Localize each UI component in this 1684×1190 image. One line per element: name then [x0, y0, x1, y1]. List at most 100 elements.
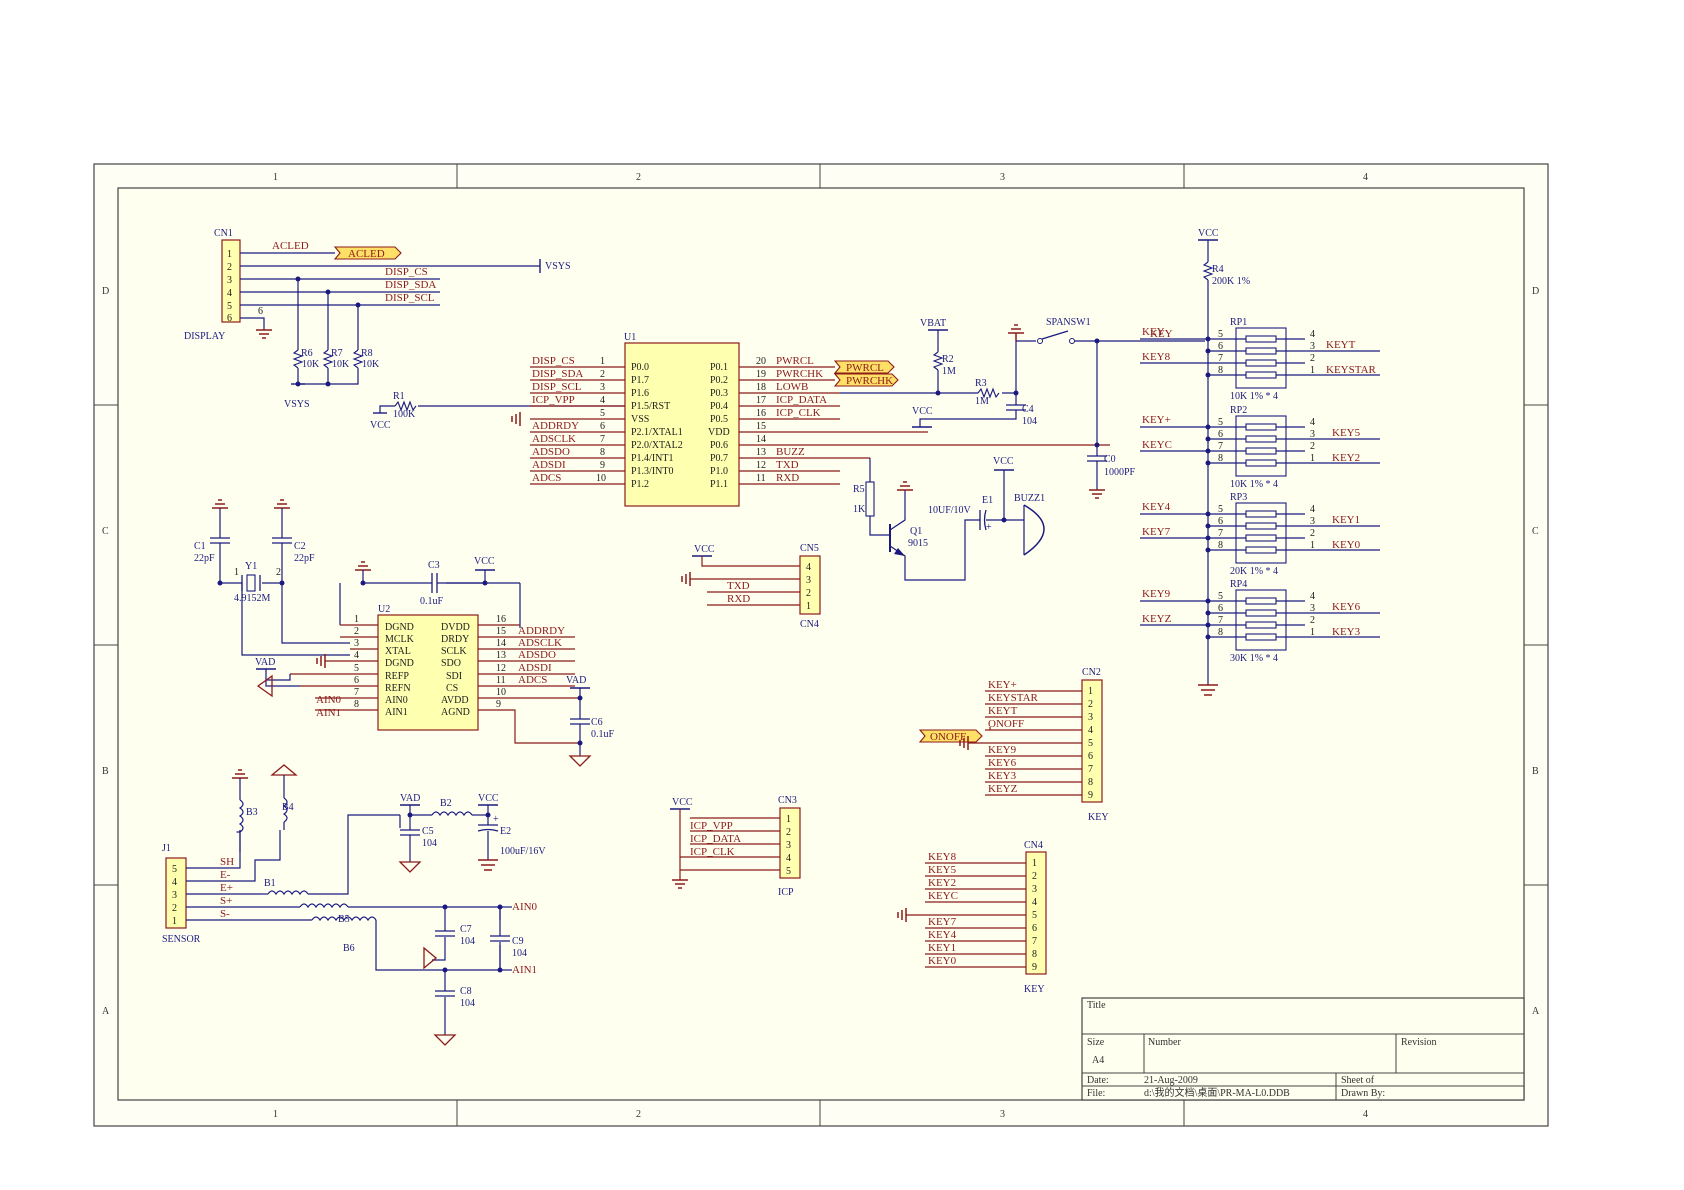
u1-net-r10: RXD: [776, 472, 799, 484]
c2-ref: C2: [294, 541, 306, 552]
cn3-net-vpp: ICP_VPP: [690, 820, 733, 832]
u1-net-r2: PWRCHK: [776, 368, 823, 380]
rp2-pin-5: 5: [1218, 417, 1223, 428]
cn4-net-9: KEY0: [928, 955, 957, 967]
u1-pin-l6: P2.1/XTAL1: [631, 427, 683, 438]
rp4-pin-8: 8: [1218, 627, 1223, 638]
cn2-pin-1: 1: [1088, 686, 1093, 697]
u2-num-11: 11: [496, 675, 506, 686]
rp4-pin-6: 6: [1218, 603, 1223, 614]
u1-body: [624, 342, 740, 507]
cn2-key-connector: CN2 1 2 3 4 5 6 7 8 9 KEY KEY+ KEYSTAR K…: [918, 667, 1109, 823]
rp2-value: 10K 1% * 4: [1230, 479, 1278, 490]
sensor-vad: VAD: [400, 793, 420, 804]
u1-right-pins: P0.1 P0.2 P0.3 P0.4 P0.5 VDD P0.6 P0.7 P…: [708, 355, 1110, 490]
inner-frame: [117, 187, 1525, 1101]
u1-num-1: 1: [600, 356, 605, 367]
sensor-ain0: AIN0: [512, 901, 538, 913]
zone-col-3-top: 3: [1000, 172, 1005, 183]
rp2-body: [1235, 415, 1287, 477]
u1-num-20: 20: [756, 356, 766, 367]
sensor-section: J1 5 4 3 2 1 SENSOR SH E- E+ S+ S- B3 B4…: [162, 764, 546, 1046]
cn2-pin-2: 2: [1088, 699, 1093, 710]
u1-net-r4: ICP_DATA: [776, 394, 827, 406]
cn4-net-6: KEY7: [928, 916, 957, 928]
cn4-pin-7: 7: [1032, 936, 1037, 947]
cn2-net-8: KEY3: [988, 770, 1017, 782]
cn2-net-1: KEY+: [988, 679, 1017, 691]
cn2-net-4: ONOFF: [988, 718, 1024, 730]
cn1-name: DISPLAY: [184, 331, 225, 342]
zone-col-1-bottom: 1: [273, 1109, 278, 1120]
e2-ref: E2: [500, 826, 511, 837]
cn5-pin-3: 3: [806, 575, 811, 586]
zone-row-c-right: C: [1532, 526, 1539, 537]
cn3-ref: CN3: [778, 795, 797, 806]
rp4-pin-7: 7: [1218, 615, 1223, 626]
cn4-pin-2: 2: [1032, 871, 1037, 882]
u2-num-3: 3: [354, 638, 359, 649]
cn2-pin-5: 5: [1088, 738, 1093, 749]
u1-net-r8: BUZZ: [776, 446, 805, 458]
u1-num-4: 4: [600, 395, 605, 406]
cn3-vcc: VCC: [672, 797, 693, 808]
u1-mcu: U1 DISP_CS DISP_SDA DISP_SCL ICP_VPP ADD…: [511, 332, 1110, 507]
u1-num-17: 17: [756, 395, 766, 406]
cn4-pin-1: 1: [1032, 858, 1037, 869]
net-key-top: KEY: [1150, 328, 1173, 340]
u1-pin-l9: P1.3/INT0: [631, 466, 674, 477]
rp4-pack: RP4 5 6 7 8 4 3 2 1 KEY9 KEYZ KEY6 KEY3 …: [1140, 579, 1380, 664]
j1-pin-3: 3: [172, 890, 177, 901]
port-pwrchk: [833, 373, 899, 387]
rp1-pin-3: 3: [1310, 341, 1315, 352]
u1-num-10: 10: [596, 473, 606, 484]
u1-num-5: 5: [600, 408, 605, 419]
port-acled: [333, 246, 402, 260]
cn4-net-2: KEY5: [928, 864, 957, 876]
u1-num-13: 13: [756, 447, 766, 458]
u2-pin-r11: CS: [446, 683, 458, 694]
u1-pin-r5: P0.5: [710, 414, 728, 425]
u2-num-13: 13: [496, 650, 506, 661]
tb-size-value: A4: [1092, 1055, 1104, 1066]
u1-pin-l4: P1.5/RST: [631, 401, 670, 412]
c5-triangle-icon: [398, 861, 422, 873]
u1-pin-r10: P1.1: [710, 479, 728, 490]
u1-num-9: 9: [600, 460, 605, 471]
crystal-section: C1 22pF C2 22pF Y1 4.9152M 1 2: [194, 499, 350, 656]
rp3-value: 20K 1% * 4: [1230, 566, 1278, 577]
q1-ref: Q1: [910, 526, 922, 537]
b2-inductor: [431, 811, 473, 817]
cn5-net-txd: TXD: [727, 580, 750, 592]
zone-row-d-left: D: [102, 286, 109, 297]
u2-vad-right: VAD: [566, 675, 586, 686]
j1-pin-5: 5: [172, 864, 177, 875]
cn4-net-7: KEY4: [928, 929, 957, 941]
rp1-value: 10K 1% * 4: [1230, 391, 1278, 402]
rp2-pin-3: 3: [1310, 429, 1315, 440]
port-pwrcl-label: PWRCL: [846, 362, 884, 374]
u2-pin-r9: AGND: [441, 707, 470, 718]
zone-col-2-bottom: 2: [636, 1109, 641, 1120]
u2-pin-r10: AVDD: [441, 695, 469, 706]
b6-label: B6: [343, 943, 355, 954]
rp1-pin-1: 1: [1310, 365, 1315, 376]
u2-num-15: 15: [496, 626, 506, 637]
c6-value: 0.1uF: [591, 729, 615, 740]
e1-value: 10UF/10V: [928, 505, 972, 516]
rp2-pack: RP2 5 6 7 8 4 3 2 1 KEY+ KEYC KEY5 KEY2 …: [1140, 405, 1380, 490]
cn4-net-3: KEY2: [928, 877, 956, 889]
q1-value: 9015: [908, 538, 928, 549]
r4-ref: R4: [1212, 264, 1224, 275]
j1-net-sminus: S-: [220, 908, 230, 920]
port-onoff: [918, 729, 983, 743]
u1-net-l6: ADDRDY: [532, 420, 579, 432]
cn3-net-data: ICP_DATA: [690, 833, 741, 845]
u1-num-3: 3: [600, 382, 605, 393]
port-pwrchk-label: PWRCHK: [846, 375, 893, 387]
rp-vcc: VCC: [1198, 228, 1219, 239]
cn3-pin-2: 2: [786, 827, 791, 838]
u2-pin-r15: DRDY: [441, 634, 469, 645]
u1-net-l10: ADCS: [532, 472, 561, 484]
